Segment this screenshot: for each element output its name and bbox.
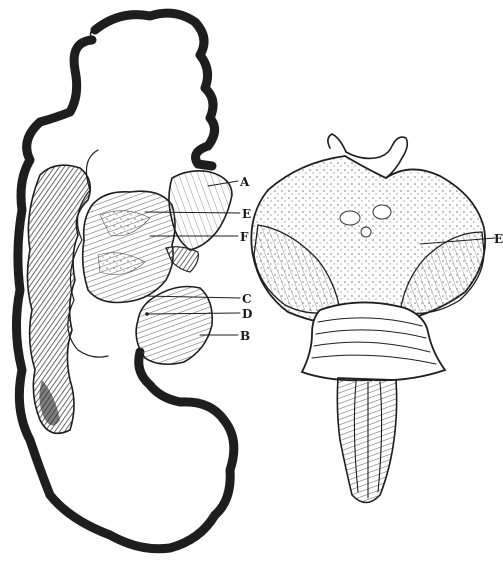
right-specimen: E bbox=[251, 134, 503, 503]
region-b bbox=[136, 287, 212, 365]
leader-d-dot bbox=[145, 312, 149, 316]
label-a: A bbox=[239, 175, 250, 189]
label-e: E bbox=[242, 207, 251, 221]
region-e-mass bbox=[83, 191, 175, 302]
label-f: F bbox=[240, 230, 249, 244]
stem bbox=[337, 378, 396, 503]
cavity-left bbox=[340, 211, 360, 225]
region-a bbox=[169, 171, 232, 250]
label-d: D bbox=[242, 307, 252, 321]
label-edge: E bbox=[494, 232, 503, 246]
left-specimen: A E F C D B bbox=[16, 13, 252, 549]
cavity-right bbox=[373, 205, 391, 219]
label-c: C bbox=[242, 292, 252, 306]
cavity-small bbox=[361, 227, 371, 237]
label-b: B bbox=[240, 329, 250, 343]
